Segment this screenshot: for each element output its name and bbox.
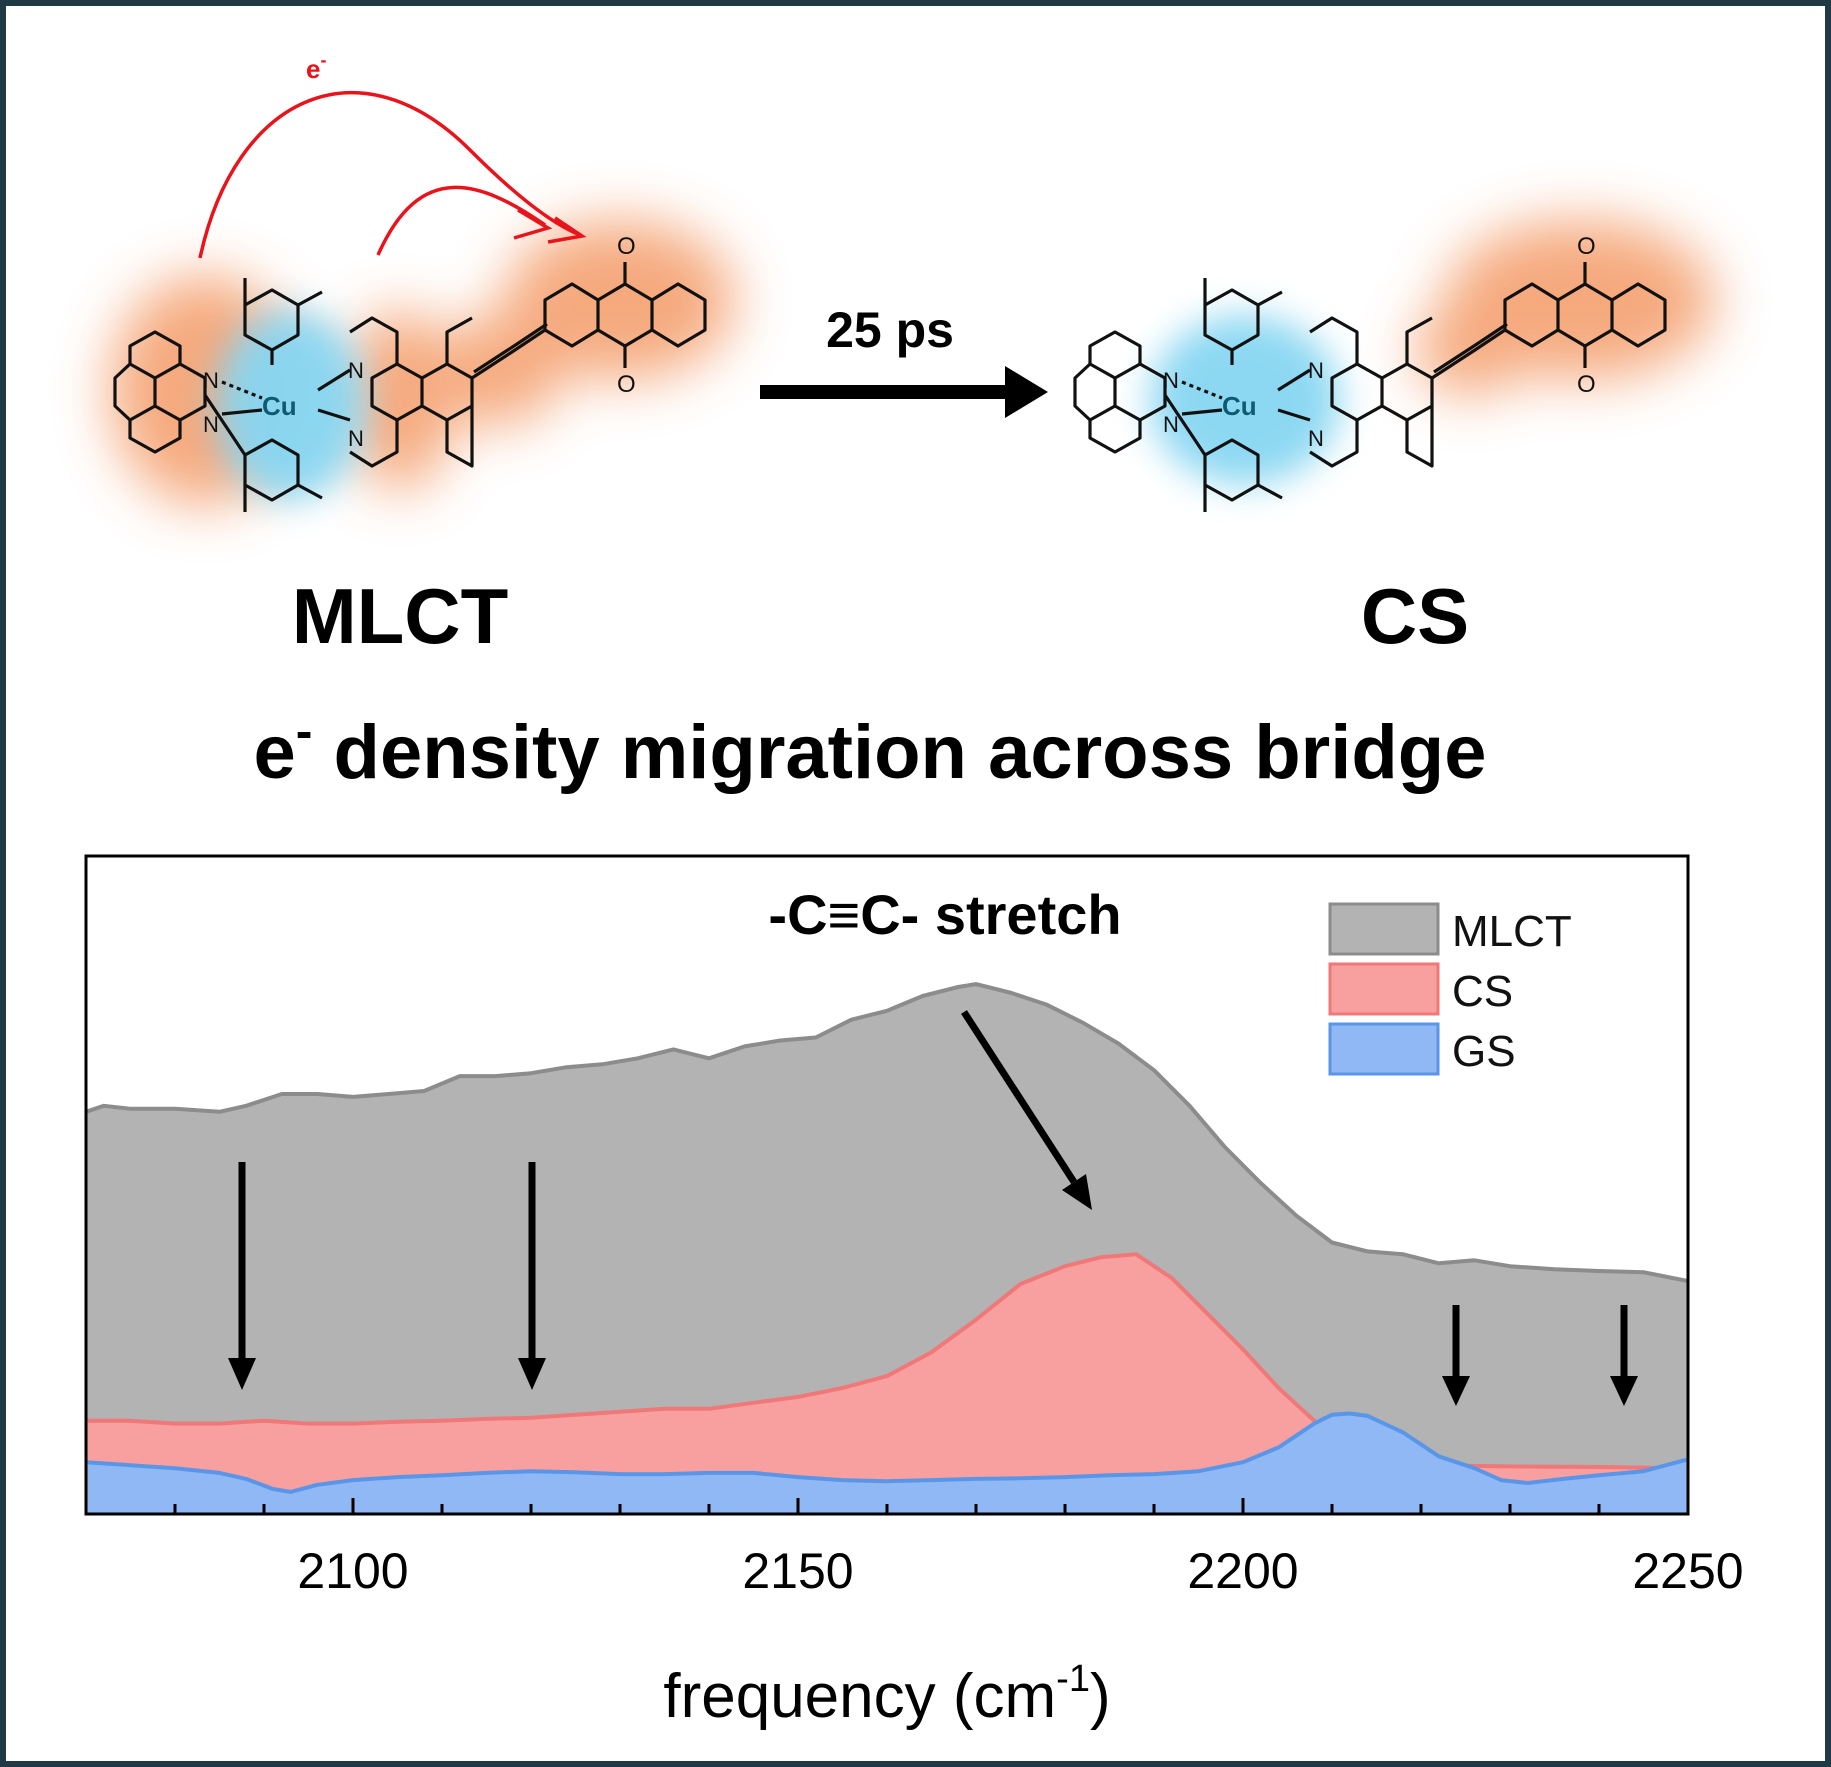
down-arrow-1-head bbox=[228, 1358, 256, 1390]
mlct-orange-glow bbox=[110, 220, 735, 505]
mlct-n-label-1: N bbox=[203, 368, 219, 393]
cc-stretch-annotation: -C≡C- stretch bbox=[768, 883, 1121, 946]
legend-label-gs: GS bbox=[1452, 1027, 1516, 1076]
ir-spectrum-chart: 2100 2150 2200 2250 frequency (cm-1) -C≡C- … bbox=[84, 854, 1744, 1731]
legend-swatch-cs bbox=[1328, 962, 1440, 1016]
mlct-n-label-2: N bbox=[203, 412, 219, 437]
diagonal-arrow bbox=[961, 1010, 1077, 1184]
down-arrow-3-head bbox=[1442, 1376, 1470, 1406]
x-tick-label: 2200 bbox=[1187, 1543, 1298, 1599]
series-area-gs bbox=[86, 1413, 1688, 1513]
legend-swatch-gs bbox=[1328, 1022, 1440, 1076]
cs-skeleton bbox=[1073, 262, 1667, 512]
electron-transfer-arrows bbox=[198, 90, 587, 259]
legend-label-mlct: MLCT bbox=[1452, 907, 1572, 956]
cs-molecule: Cu N N N N O O bbox=[1073, 220, 1715, 512]
cs-n-label-3: N bbox=[1308, 358, 1324, 383]
cs-orange-glow bbox=[1415, 220, 1715, 395]
down-arrow-2-head bbox=[518, 1358, 546, 1390]
cs-state-label: CS bbox=[1361, 572, 1469, 660]
mlct-molecule: Cu N N N N O O bbox=[110, 220, 735, 512]
cs-n-label-4: N bbox=[1308, 426, 1324, 451]
electron-label: e- bbox=[306, 50, 326, 84]
legend: MLCT CS GS bbox=[1328, 902, 1572, 1076]
cs-o-label-bottom: O bbox=[1577, 371, 1596, 398]
down-arrow-4-head bbox=[1610, 1376, 1638, 1406]
x-tick-label: 2100 bbox=[297, 1543, 408, 1599]
reaction-arrow bbox=[760, 366, 1048, 418]
legend-label-cs: CS bbox=[1452, 967, 1513, 1016]
series-line-mlct bbox=[85, 982, 1689, 1284]
cs-n-label-2: N bbox=[1163, 412, 1179, 437]
x-tick-label: 2150 bbox=[742, 1543, 853, 1599]
x-axis-label: frequency (cm-1) bbox=[663, 1658, 1110, 1731]
cs-cu-label: Cu bbox=[1222, 391, 1257, 421]
series-layer bbox=[85, 982, 1689, 1513]
mlct-skeleton bbox=[113, 262, 707, 512]
mlct-cu-label: Cu bbox=[262, 391, 297, 421]
mlct-state-label: MLCT bbox=[292, 572, 509, 660]
mlct-o-label-top: O bbox=[617, 233, 636, 260]
reaction-arrow-label: 25 ps bbox=[826, 302, 954, 358]
mlct-n-label-4: N bbox=[348, 426, 364, 451]
diagonal-arrow-head bbox=[1062, 1174, 1092, 1210]
caption-title: e- density migration across bridge bbox=[253, 703, 1486, 795]
series-area-mlct bbox=[86, 984, 1688, 1513]
cs-o-label-top: O bbox=[1577, 233, 1596, 260]
x-tick-label: 2250 bbox=[1632, 1543, 1743, 1599]
mlct-n-label-3: N bbox=[348, 358, 364, 383]
mlct-o-label-bottom: O bbox=[617, 371, 636, 398]
x-axis-ticks: 2100 2150 2200 2250 bbox=[173, 1498, 1744, 1599]
legend-swatch-mlct bbox=[1328, 902, 1440, 956]
series-line-gs bbox=[85, 1411, 1689, 1494]
plot-arrows bbox=[228, 1010, 1638, 1406]
cs-n-label-1: N bbox=[1163, 368, 1179, 393]
